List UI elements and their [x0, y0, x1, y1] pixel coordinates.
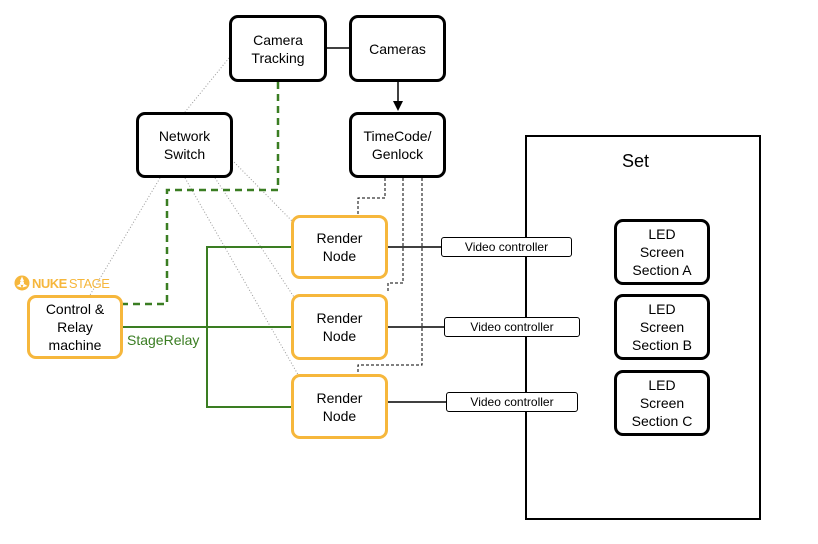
render-node-1[interactable]: Render Node — [291, 215, 388, 279]
cameras-node[interactable]: Cameras — [349, 15, 446, 82]
link-camtrack-switch — [184, 57, 230, 113]
camera-tracking-node[interactable]: Camera Tracking — [229, 15, 327, 82]
tracking-data-link — [123, 82, 280, 306]
timecode-genlock-node[interactable]: TimeCode/ Genlock — [349, 112, 446, 178]
logo-text-nuke: NUKE — [32, 275, 67, 291]
led-section-a[interactable]: LED Screen Section A — [614, 219, 710, 285]
stagerelay-label: StageRelay — [127, 332, 200, 348]
video-controller-a[interactable]: Video controller — [441, 237, 572, 257]
network-links — [89, 57, 301, 379]
arrowhead-icon — [393, 101, 403, 111]
set-label: Set — [622, 151, 650, 171]
control-relay-node[interactable]: Control & Relay machine — [27, 295, 123, 359]
video-controller-c[interactable]: Video controller — [446, 392, 578, 412]
render-node-2[interactable]: Render Node — [291, 294, 388, 360]
led-section-b[interactable]: LED Screen Section B — [614, 294, 710, 360]
link-switch-render2 — [214, 177, 297, 301]
network-switch-node[interactable]: Network Switch — [136, 112, 233, 178]
render-node-3[interactable]: Render Node — [291, 374, 388, 439]
logo-text-stage: STAGE — [68, 275, 110, 291]
link-switch-render1 — [231, 159, 294, 223]
genlock-links — [357, 178, 423, 374]
link-switch-render3 — [184, 177, 301, 379]
video-controller-b[interactable]: Video controller — [444, 317, 580, 337]
stagerelay-links — [123, 246, 293, 408]
led-section-c[interactable]: LED Screen Section C — [614, 370, 710, 436]
nukestage-logo-icon — [14, 275, 30, 291]
